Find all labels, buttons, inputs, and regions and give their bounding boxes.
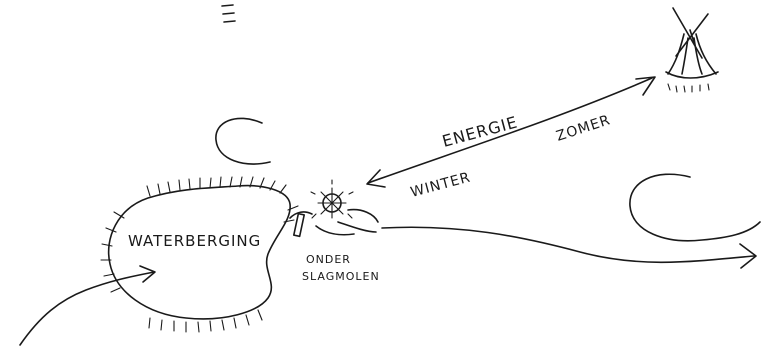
winter-label: WINTER	[409, 169, 473, 200]
energy-label: ENERGIE	[440, 112, 520, 150]
windmill-icon	[666, 8, 718, 92]
waterwheel-icon	[290, 180, 378, 236]
top-marks	[222, 5, 235, 22]
reservoir-shape	[101, 177, 298, 332]
summer-label: ZOMER	[554, 112, 612, 145]
mill-label-line2: SLAGMOLEN	[302, 270, 380, 283]
mill-label-line1: ONDER	[306, 253, 351, 266]
outflow-arrow	[382, 227, 756, 268]
cloud-left	[216, 118, 270, 164]
reservoir-label: WATERBERGING	[128, 232, 261, 250]
cloud-right	[630, 174, 760, 241]
inflow-arrow	[20, 266, 155, 345]
